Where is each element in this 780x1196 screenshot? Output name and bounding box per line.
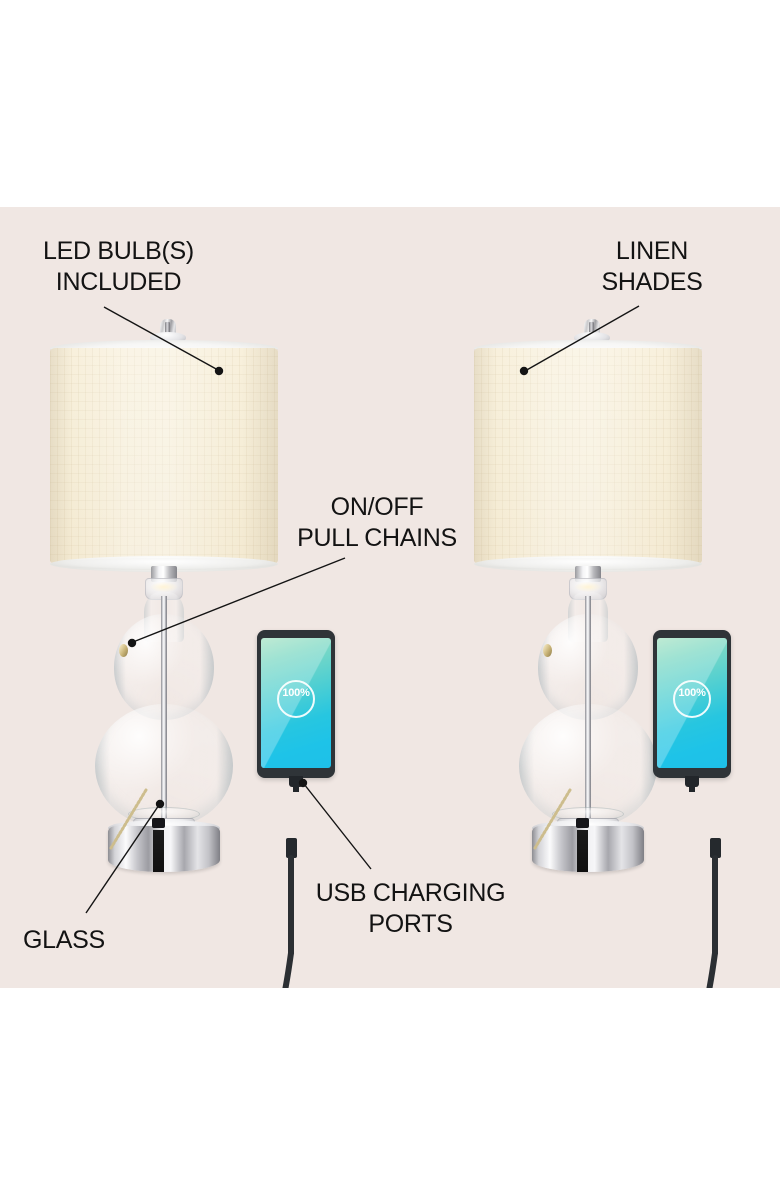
battery-ring-icon-left xyxy=(277,680,315,718)
base-seam-left xyxy=(153,830,164,872)
socket-glow-left xyxy=(150,582,178,592)
callout-pull-chains: ON/OFF PULL CHAINS xyxy=(297,493,457,552)
lamp-shade-left xyxy=(50,340,278,572)
shade-bottom-inner-rim-right xyxy=(475,558,701,570)
battery-percent-right: 100% xyxy=(678,687,706,699)
lamp-shade-right xyxy=(474,340,702,572)
center-rod-left xyxy=(161,596,167,840)
lamp-left xyxy=(14,207,314,988)
phone-screen-left: 100% xyxy=(261,638,331,768)
base-seam-right xyxy=(577,830,588,872)
callout-usb-ports: USB CHARGING PORTS xyxy=(315,879,506,938)
shade-linen-body-right xyxy=(474,348,702,564)
lamp-right xyxy=(438,207,738,988)
socket-glow-right xyxy=(574,582,602,592)
callout-led-bulbs: LED BULB(S) INCLUDED xyxy=(43,237,194,296)
shade-linen-body-left xyxy=(50,348,278,564)
callout-linen-shades: LINEN SHADES xyxy=(601,237,703,296)
glass-body-left xyxy=(92,592,236,840)
base-switch-right[interactable] xyxy=(576,818,589,828)
phone-right[interactable]: 100% xyxy=(653,630,731,792)
battery-percent-left: 100% xyxy=(282,687,310,699)
phone-screen-right: 100% xyxy=(657,638,727,768)
lamp-base-right xyxy=(532,826,644,872)
phone-charging-plug-right xyxy=(685,776,699,792)
center-rod-right xyxy=(585,596,591,840)
battery-ring-icon-right xyxy=(673,680,711,718)
feature-panel: 100% 100% xyxy=(0,207,780,988)
phone-charging-plug-left xyxy=(289,776,303,792)
phone-left[interactable]: 100% xyxy=(257,630,335,792)
pull-chain-ball-left[interactable] xyxy=(119,644,128,657)
glass-body-right xyxy=(516,592,660,840)
pull-chain-ball-right[interactable] xyxy=(543,644,552,657)
base-switch-left[interactable] xyxy=(152,818,165,828)
lamp-base-left xyxy=(108,826,220,872)
callout-glass: GLASS xyxy=(23,926,105,954)
